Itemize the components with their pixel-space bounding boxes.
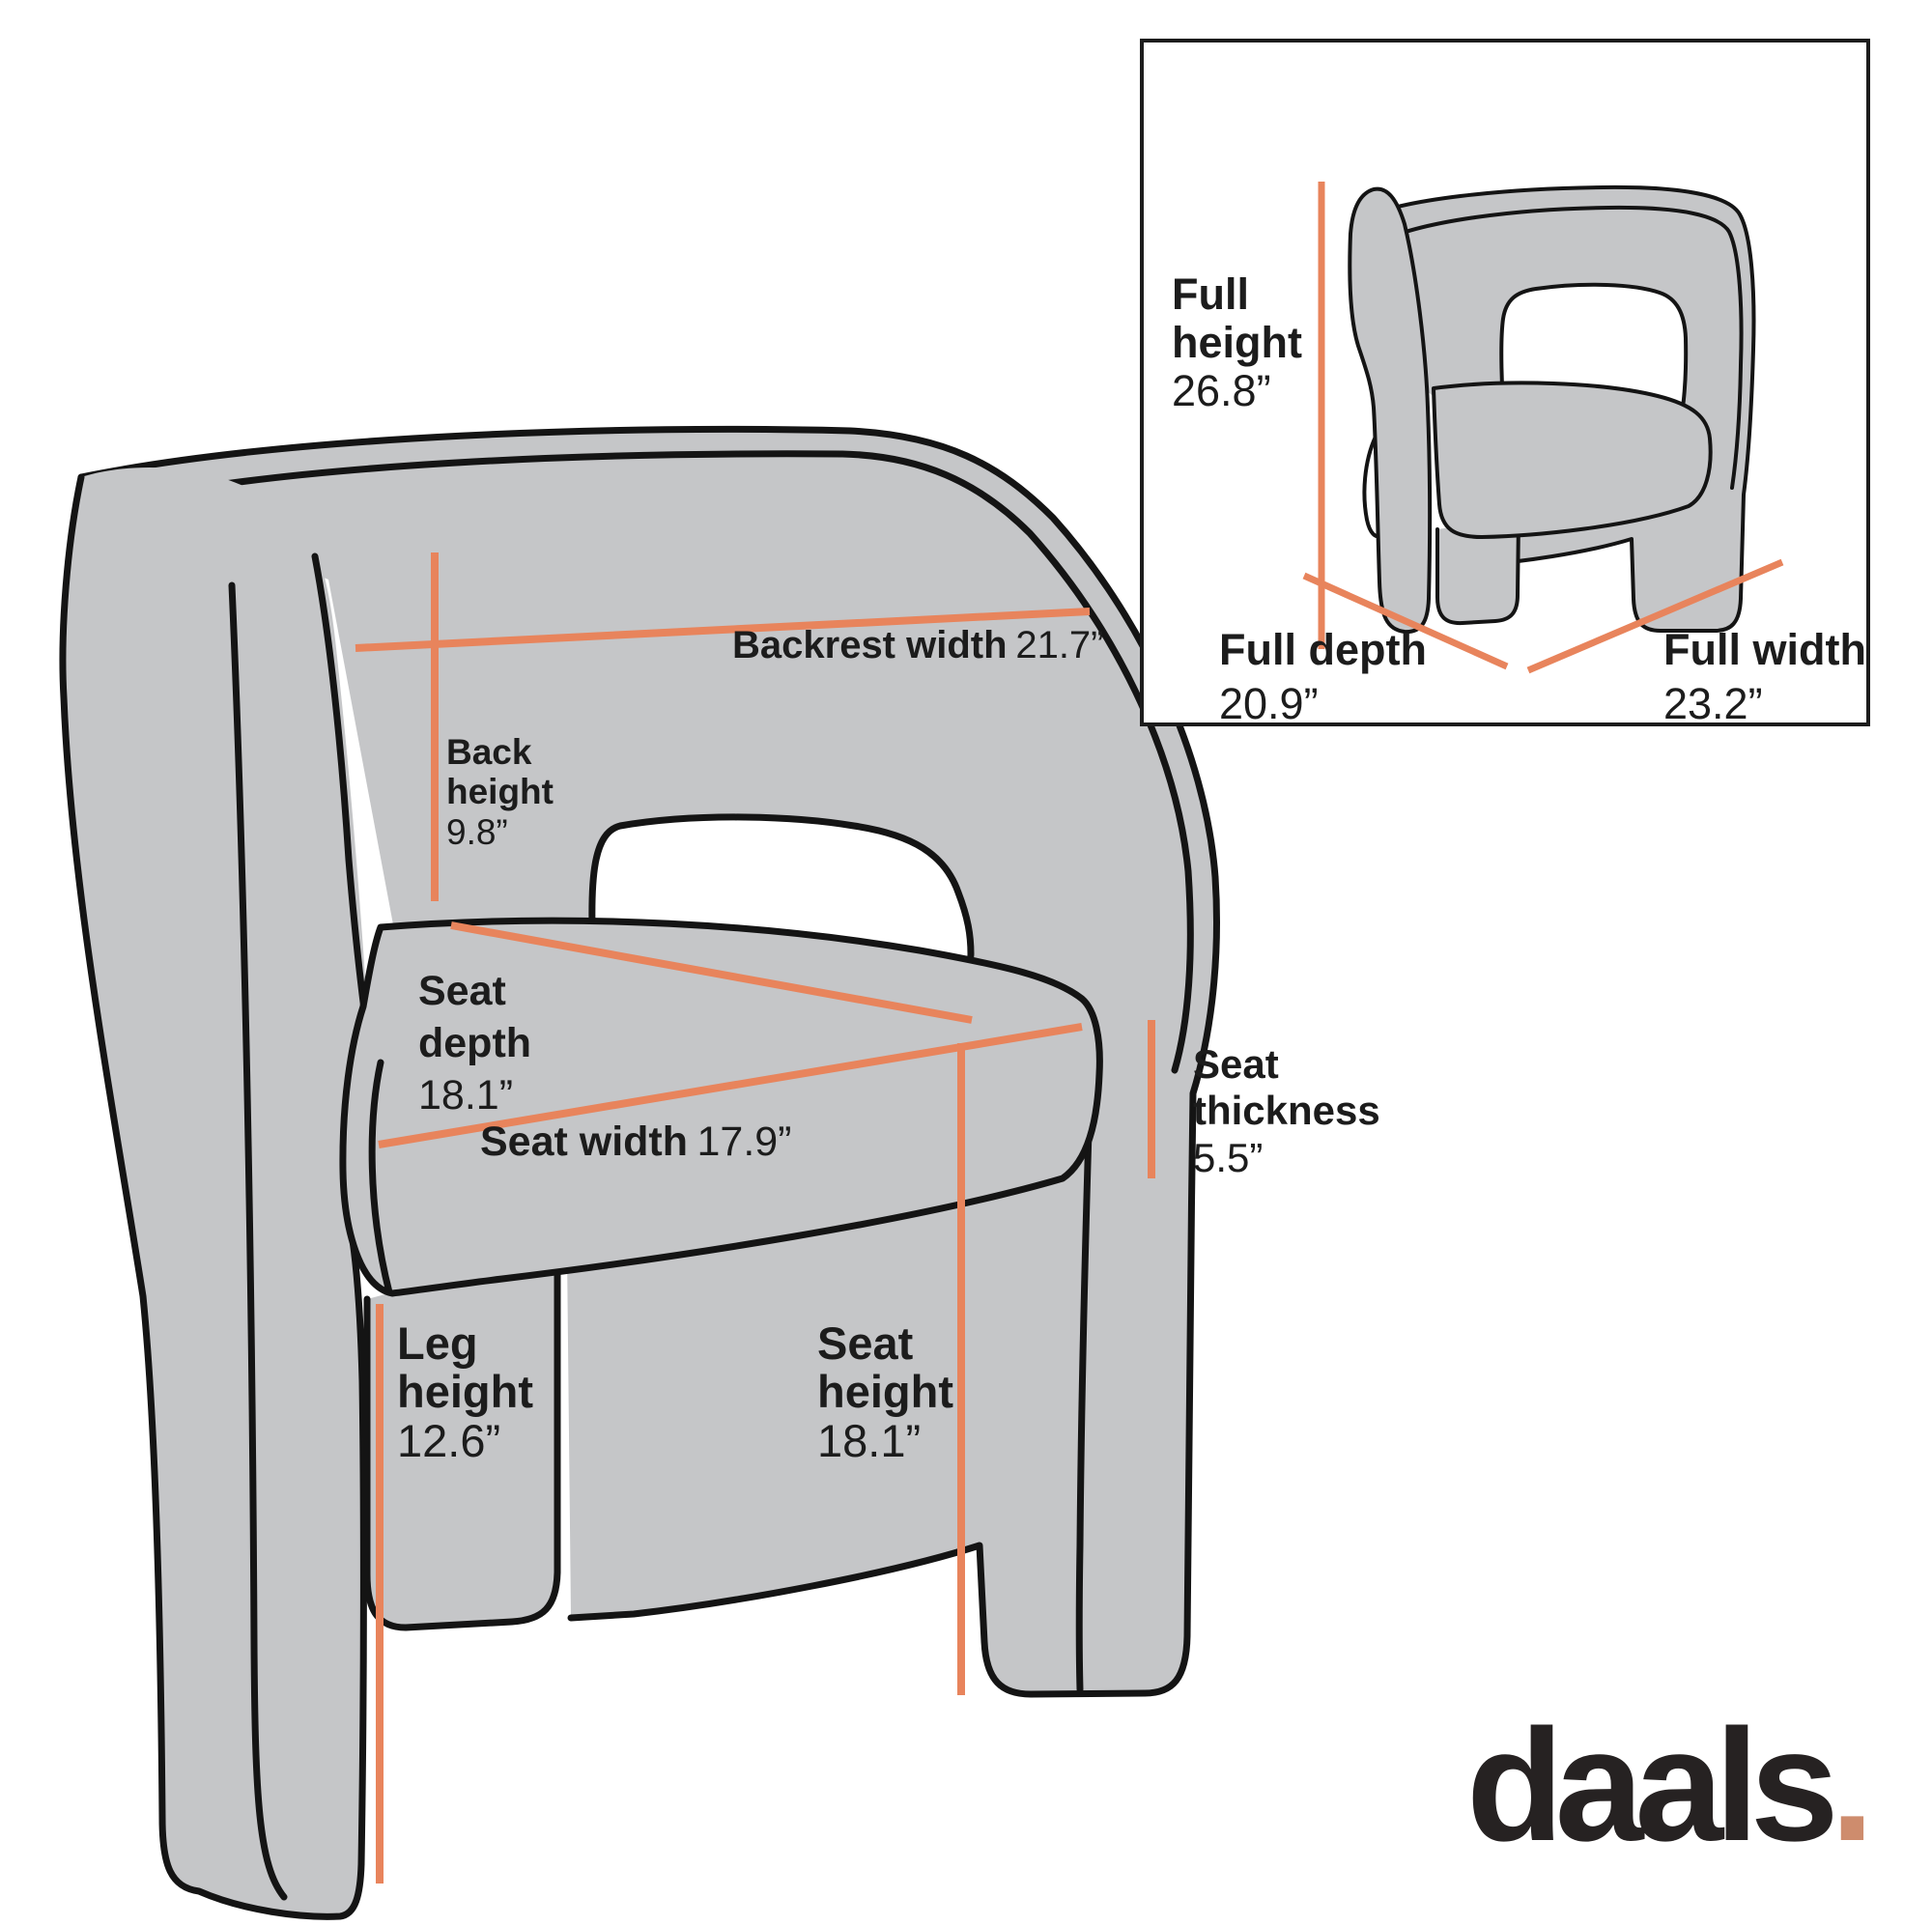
leg-height-value: 12.6”	[397, 1414, 501, 1466]
seat-endcap-arc	[368, 1059, 393, 1296]
seat-thickness-value: 5.5”	[1193, 1134, 1264, 1180]
full-depth-value: 20.9”	[1219, 679, 1319, 729]
inset-middle-leg-fill	[1437, 518, 1519, 624]
seat-thickness-name: Seat thickness	[1193, 1041, 1380, 1134]
back-height-value: 9.8”	[446, 811, 508, 852]
seat-width-value: 17.9”	[696, 1119, 792, 1165]
seat-thickness-label: Seat thickness 5.5”	[1193, 1041, 1386, 1181]
seat-height-label: Seat height 18.1”	[817, 1317, 958, 1466]
left-arm-fill	[62, 467, 369, 1917]
full-width-value: 23.2”	[1663, 679, 1763, 729]
seat-depth-line	[450, 921, 973, 1024]
brand-logo: daals.	[1466, 1706, 1874, 1865]
inset-bolster-arc	[1362, 435, 1383, 539]
brand-logo-text: daals	[1466, 1696, 1839, 1874]
seat-width-name: Seat width	[480, 1119, 689, 1165]
left-arm-outline	[59, 473, 367, 1920]
brand-logo-dot: .	[1830, 1696, 1875, 1874]
backrest-width-name: Backrest width	[732, 624, 1008, 666]
inset-middle-leg-outline	[1435, 518, 1520, 626]
backrest-width-line	[355, 608, 1091, 652]
full-height-name: Full height	[1172, 269, 1302, 367]
back-height-label: Back height 9.8”	[446, 732, 578, 852]
seat-depth-value: 18.1”	[418, 1071, 514, 1119]
inset-seat-cushion	[1432, 381, 1713, 539]
middle-leg-fill	[367, 1248, 558, 1628]
full-width-line	[1526, 558, 1784, 674]
middle-leg-outline	[363, 1248, 561, 1631]
full-height-value: 26.8”	[1172, 365, 1271, 415]
seat-cushion	[339, 917, 1103, 1297]
seat-height-value: 18.1”	[817, 1414, 922, 1466]
backrest-piping-line	[104, 450, 1194, 1074]
full-height-label: Full height 26.8”	[1172, 270, 1307, 415]
backrest-width-value: 21.7”	[1015, 624, 1104, 666]
full-width-label: Full width 23.2”	[1663, 623, 1866, 732]
chair-back-outline	[77, 425, 1220, 1698]
seat-height-name: Seat height	[817, 1317, 953, 1418]
inset-panel	[1140, 39, 1870, 726]
main-dimension-lines	[355, 552, 1155, 1884]
seat-depth-label: Seat depth 18.1”	[418, 966, 540, 1121]
right-leg-seam-line	[1075, 1095, 1094, 1693]
inset-back-outline	[1362, 184, 1756, 633]
full-depth-line	[1302, 572, 1509, 670]
full-depth-name: Full depth	[1219, 625, 1427, 674]
leg-height-name: Leg height	[397, 1317, 533, 1418]
inset-arm-leg	[1348, 186, 1433, 635]
inset-piping-line	[1375, 205, 1744, 490]
seat-depth-name: Seat depth	[418, 968, 532, 1066]
inset-chair-drawing	[1348, 184, 1756, 635]
full-depth-label: Full depth 20.9”	[1219, 623, 1427, 732]
back-height-name: Back height	[446, 732, 554, 812]
full-width-name: Full width	[1663, 625, 1866, 674]
main-chair-drawing	[59, 425, 1220, 1920]
left-arm-inner-edge	[311, 552, 371, 1035]
left-arm-seam-line	[228, 581, 288, 1901]
leg-height-label: Leg height 12.6”	[397, 1317, 538, 1466]
